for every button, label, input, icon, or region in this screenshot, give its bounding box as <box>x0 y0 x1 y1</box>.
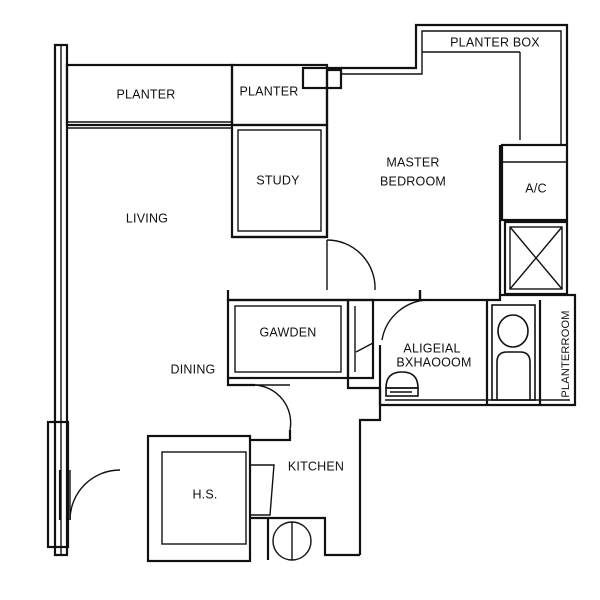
label-hs: H.S. <box>192 487 217 501</box>
entrance-door <box>46 420 121 549</box>
label-bathroom-2: BXHAOOOM <box>396 355 471 369</box>
label-dining: DINING <box>171 362 216 376</box>
kitchen-walls <box>250 516 360 561</box>
bathroom <box>378 290 577 407</box>
label-planter-left: PLANTER <box>116 87 175 101</box>
dining-kitchen-walls <box>226 378 382 555</box>
ac-ledge <box>500 143 569 222</box>
label-planter-room: PLANTERROOM <box>560 310 572 397</box>
label-master-bedroom-2: BEDROOM <box>380 174 446 188</box>
label-study: STUDY <box>256 173 300 187</box>
label-master-bedroom-1: MASTER <box>386 155 439 169</box>
label-bathroom-1: ALIGEIAL <box>403 341 460 355</box>
label-garden: GAWDEN <box>260 325 317 339</box>
label-planter-box: PLANTER BOX <box>450 35 540 49</box>
planter-strip <box>65 63 234 129</box>
service-shaft <box>503 220 569 296</box>
label-living: LIVING <box>126 211 168 225</box>
garden-block <box>226 290 422 380</box>
bedroom-door <box>232 235 376 291</box>
label-kitchen: KITCHEN <box>288 459 344 473</box>
household-shelter <box>146 434 275 563</box>
label-ac: A/C <box>525 181 546 195</box>
master-bedroom-walls <box>325 23 569 295</box>
label-planter-mid: PLANTER <box>239 84 298 98</box>
